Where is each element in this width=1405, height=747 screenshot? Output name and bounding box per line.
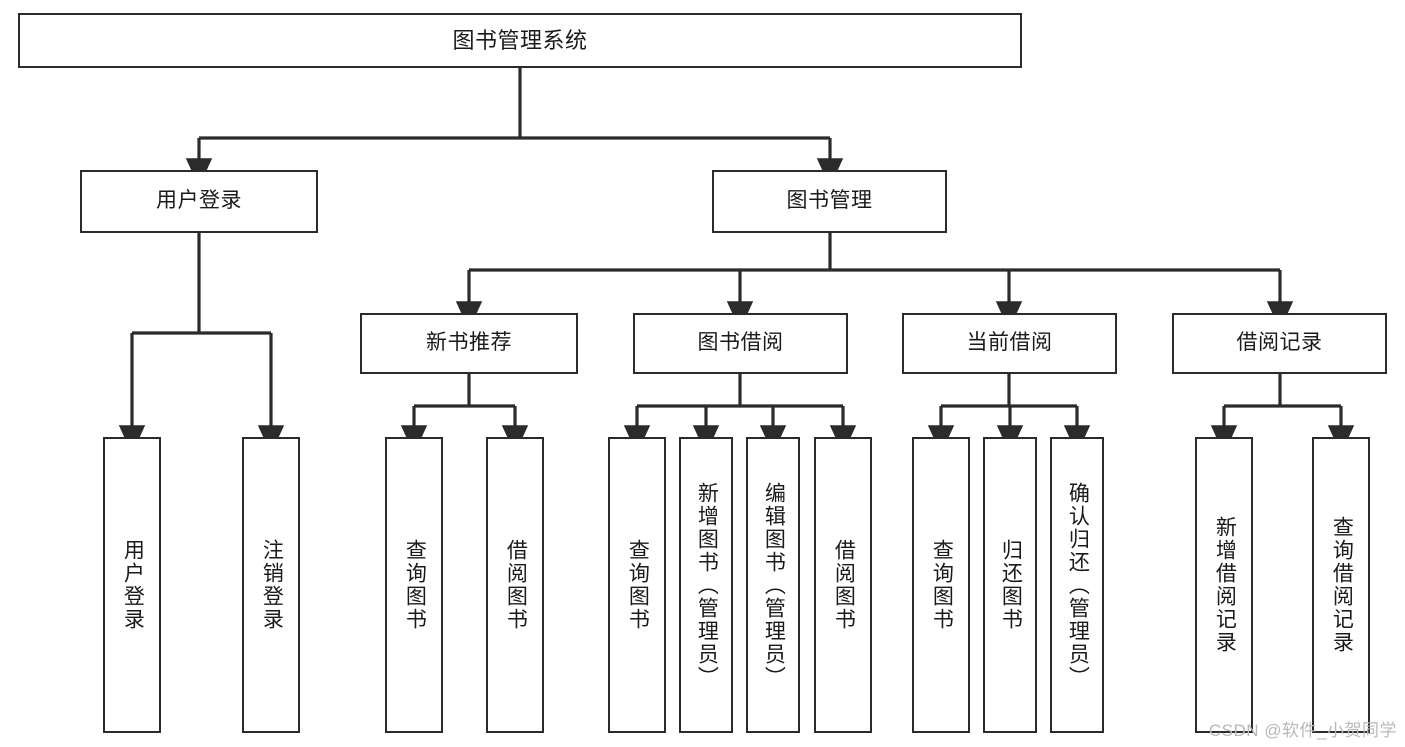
node-leaf-return-book[interactable]: 归还图书 [983, 437, 1037, 733]
node-current-borrow[interactable]: 当前借阅 [902, 313, 1117, 374]
node-leaf-edit-book-admin[interactable]: 编辑图书（管理员） [746, 437, 800, 733]
node-leaf-add-borrow-record[interactable]: 新增借阅记录 [1195, 437, 1253, 733]
node-leaf-query-book-current[interactable]: 查询图书 [912, 437, 970, 733]
node-new-book-recommend[interactable]: 新书推荐 [360, 313, 578, 374]
node-leaf-query-borrow-record[interactable]: 查询借阅记录 [1312, 437, 1370, 733]
node-leaf-user-login[interactable]: 用户登录 [103, 437, 161, 733]
node-leaf-query-book-recommend[interactable]: 查询图书 [385, 437, 443, 733]
node-book-borrow[interactable]: 图书借阅 [633, 313, 848, 374]
node-book-management[interactable]: 图书管理 [712, 170, 947, 233]
node-borrow-records[interactable]: 借阅记录 [1172, 313, 1387, 374]
node-leaf-add-book-admin[interactable]: 新增图书（管理员） [679, 437, 733, 733]
node-leaf-borrow-book[interactable]: 借阅图书 [814, 437, 872, 733]
watermark-text: CSDN @软件_小贺同学 [1208, 721, 1397, 740]
node-leaf-query-book[interactable]: 查询图书 [608, 437, 666, 733]
node-leaf-borrow-book-recommend[interactable]: 借阅图书 [486, 437, 544, 733]
node-root-system[interactable]: 图书管理系统 [18, 13, 1022, 68]
node-leaf-user-logout[interactable]: 注销登录 [242, 437, 300, 733]
node-leaf-confirm-return-admin[interactable]: 确认归还（管理员） [1050, 437, 1104, 733]
node-user-login[interactable]: 用户登录 [80, 170, 318, 233]
